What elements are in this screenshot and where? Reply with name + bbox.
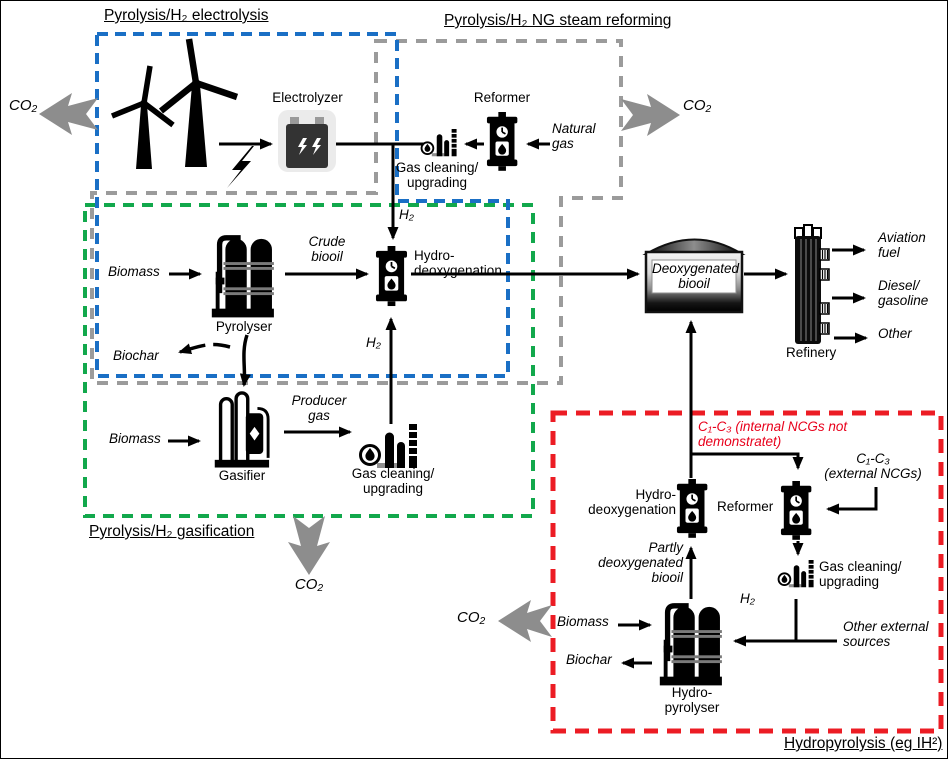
arrow-internal-ncg-to-reformer xyxy=(691,452,804,470)
refinery-icon xyxy=(794,224,830,344)
hydropyrolysis-box xyxy=(550,410,944,734)
electricity-bolt-icon xyxy=(227,146,254,188)
hydrodeoxygenation-label: Hydro- deoxygenation xyxy=(414,248,502,278)
ncg-internal-label: C₁-C₃ (internal NCGs not demonstratet) xyxy=(698,419,848,449)
gas-cleaning-mid-label: Gas cleaning/ upgrading xyxy=(351,466,435,496)
biomass-pyrolysis-label: Biomass xyxy=(108,264,160,279)
hydrodeoxygenation-icon xyxy=(375,246,408,307)
wind-turbine-icon xyxy=(110,38,239,169)
gasifier-label: Gasifier xyxy=(218,468,266,483)
reformer-top-icon xyxy=(486,112,519,171)
gas-cleaning-mid-icon xyxy=(359,424,419,470)
pyrolyser-icon xyxy=(212,238,274,318)
ng-reforming-box xyxy=(90,39,623,385)
co2-label-top-right: CO₂ xyxy=(683,97,712,114)
other-external-sources-label: Other external sources xyxy=(843,619,929,649)
electrolysis-box xyxy=(95,32,510,378)
arrow-pyrolyser-to-gasifier xyxy=(239,334,251,387)
co2-label-bottom: CO₂ xyxy=(294,576,324,593)
arrow-external-ncg-to-reformer xyxy=(826,487,878,515)
title-hydropyrolysis: Hydropyrolysis (eg IH²) xyxy=(784,735,943,752)
gas-cleaning-red-label: Gas cleaning/ upgrading xyxy=(819,559,902,589)
hydrodeoxygenation-red-label: Hydro- deoxygenation xyxy=(588,487,676,517)
flow-lines xyxy=(168,138,878,669)
electrolyzer-label: Electrolyzer xyxy=(272,90,343,105)
reformer-red-label: Reformer xyxy=(717,499,774,514)
co2-arrow-bottom xyxy=(288,516,330,575)
biomass-gasification-label: Biomass xyxy=(109,431,161,446)
gas-cleaning-red-icon xyxy=(777,560,815,589)
hydropyrolyser-icon xyxy=(660,606,722,686)
natural-gas-label: Natural gas xyxy=(552,121,596,151)
biomass-hydropyrolysis-label: Biomass xyxy=(557,614,609,629)
ncg-external-label: C₁-C₃ (external NCGs) xyxy=(824,451,922,481)
deoxygenated-biooil-label: Deoxygenated biooil xyxy=(652,261,740,291)
producer-gas-label: Producer gas xyxy=(291,393,347,423)
title-ng-reforming: Pyrolysis/H₂ NG steam reforming xyxy=(444,12,672,29)
reformer-top-label: Reformer xyxy=(473,90,531,105)
co2-label-top-left: CO₂ xyxy=(9,97,38,114)
co2-arrow-top-right xyxy=(621,94,680,136)
pyrolyser-label: Pyrolyser xyxy=(215,319,273,334)
deoxygenated-biooil-tank xyxy=(642,238,746,314)
co2-label-red-box: CO₂ xyxy=(457,609,486,626)
aviation-fuel-label: Aviation fuel xyxy=(878,230,926,260)
biochar-hydropyrolysis-label: Biochar xyxy=(566,652,612,667)
h2-mid-label: H₂ xyxy=(366,335,381,350)
gas-cleaning-top-icon xyxy=(420,129,458,158)
other-output-label: Other xyxy=(878,326,912,341)
diesel-gasoline-label: Diesel/ gasoline xyxy=(878,278,929,308)
arrow-pyrolyser-to-biochar xyxy=(178,342,231,355)
reformer-red-icon xyxy=(780,481,813,540)
partly-deox-biooil-label: Partly deoxygenated biooil xyxy=(598,540,683,585)
hydropyrolyser-label: Hydro- pyrolyser xyxy=(664,685,720,715)
gas-cleaning-top-label: Gas cleaning/ upgrading xyxy=(395,160,479,190)
title-electrolysis: Pyrolysis/H₂ electrolysis xyxy=(104,7,269,24)
pathway-boxes xyxy=(83,32,944,734)
electrolyzer-icon xyxy=(278,110,336,172)
co2-arrow-red-box xyxy=(498,600,552,642)
title-gasification: Pyrolysis/H₂ gasification xyxy=(89,523,255,540)
h2-red-label: H₂ xyxy=(740,591,755,606)
hydrodeoxygenation-red-icon xyxy=(676,479,709,538)
h2-top-label: H₂ xyxy=(399,207,414,222)
biochar-pyrolysis-label: Biochar xyxy=(113,348,159,363)
refinery-label: Refinery xyxy=(786,345,837,360)
co2-arrow-top-left xyxy=(39,93,98,135)
co2-arrows xyxy=(39,93,680,642)
crude-biooil-label: Crude biooil xyxy=(308,234,346,264)
gasifier-icon xyxy=(213,391,271,468)
